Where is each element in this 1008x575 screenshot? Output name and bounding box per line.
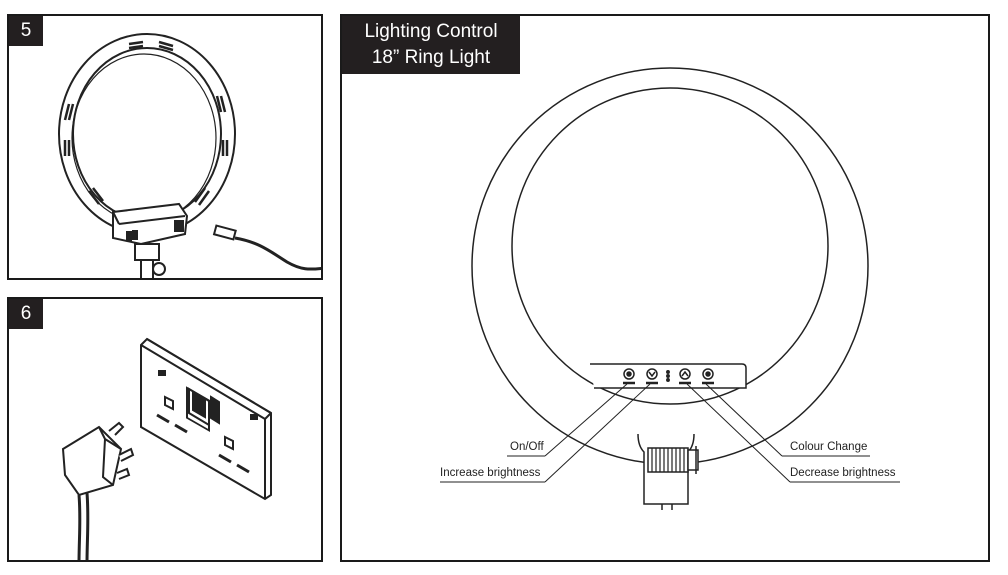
power-button-icon: [623, 368, 635, 380]
lighting-control-panel: Lighting Control 18” Ring Light: [340, 14, 990, 562]
usb-plug: [212, 224, 237, 241]
ring-inner-edge: [72, 47, 222, 221]
colour-change-label: Colour Change: [790, 441, 868, 453]
step-5-panel: 5: [7, 14, 323, 280]
ring-outer-edge: [58, 33, 236, 235]
ring-inner-circle: [511, 87, 829, 405]
ring-light-front-illustration: [440, 67, 900, 510]
step-6-badge: 6: [9, 299, 43, 329]
brightness-down-button-icon: [679, 368, 691, 380]
increase-brightness-label: Increase brightness: [440, 467, 541, 479]
increase-leader: [544, 383, 651, 483]
decrease-brightness-label: Decrease brightness: [790, 467, 896, 479]
step-6-panel: 6: [7, 297, 323, 562]
step-5-badge: 5: [9, 16, 43, 46]
title-line-2: 18” Ring Light: [371, 47, 491, 68]
title-line-1: Lighting Control: [364, 21, 498, 42]
wall-socket-plug-illustration: [61, 337, 272, 560]
brightness-up-button-icon: [646, 368, 658, 380]
on-off-leader: [544, 383, 628, 457]
ring-light-cable-illustration: [58, 33, 321, 278]
panel-title: Lighting Control 18” Ring Light: [342, 16, 520, 74]
on-off-label: On/Off: [510, 441, 544, 453]
decrease-leader: [686, 383, 791, 483]
colour-change-leader: [705, 383, 783, 457]
colour-change-button-icon: [702, 368, 714, 380]
